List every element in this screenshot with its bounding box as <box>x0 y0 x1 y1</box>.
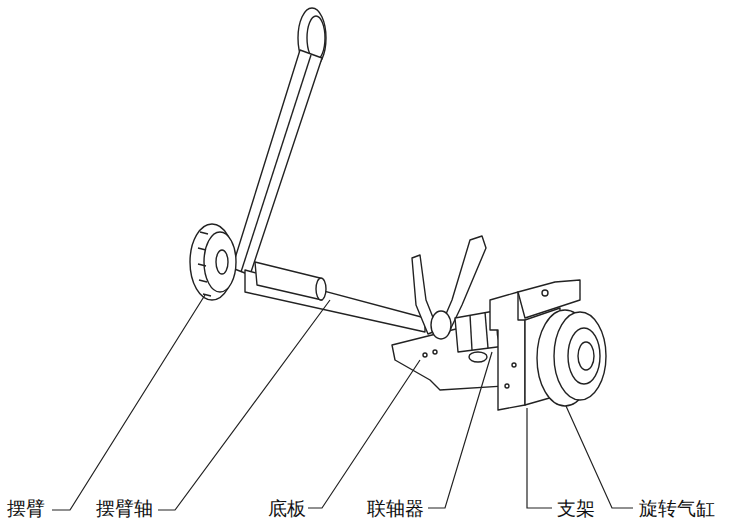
part-label: 摆臂 <box>6 498 46 519</box>
bracket <box>490 292 525 410</box>
leader-lines <box>52 295 633 510</box>
part-label: 联轴器 <box>366 498 425 519</box>
part-label: 摆臂轴 <box>95 498 154 519</box>
swing-arm <box>232 50 322 275</box>
part-label: 旋转气缸 <box>638 498 716 519</box>
part-label: 底板 <box>267 498 307 519</box>
shaft-sleeve <box>255 262 322 300</box>
part-label: 支架 <box>556 498 596 519</box>
